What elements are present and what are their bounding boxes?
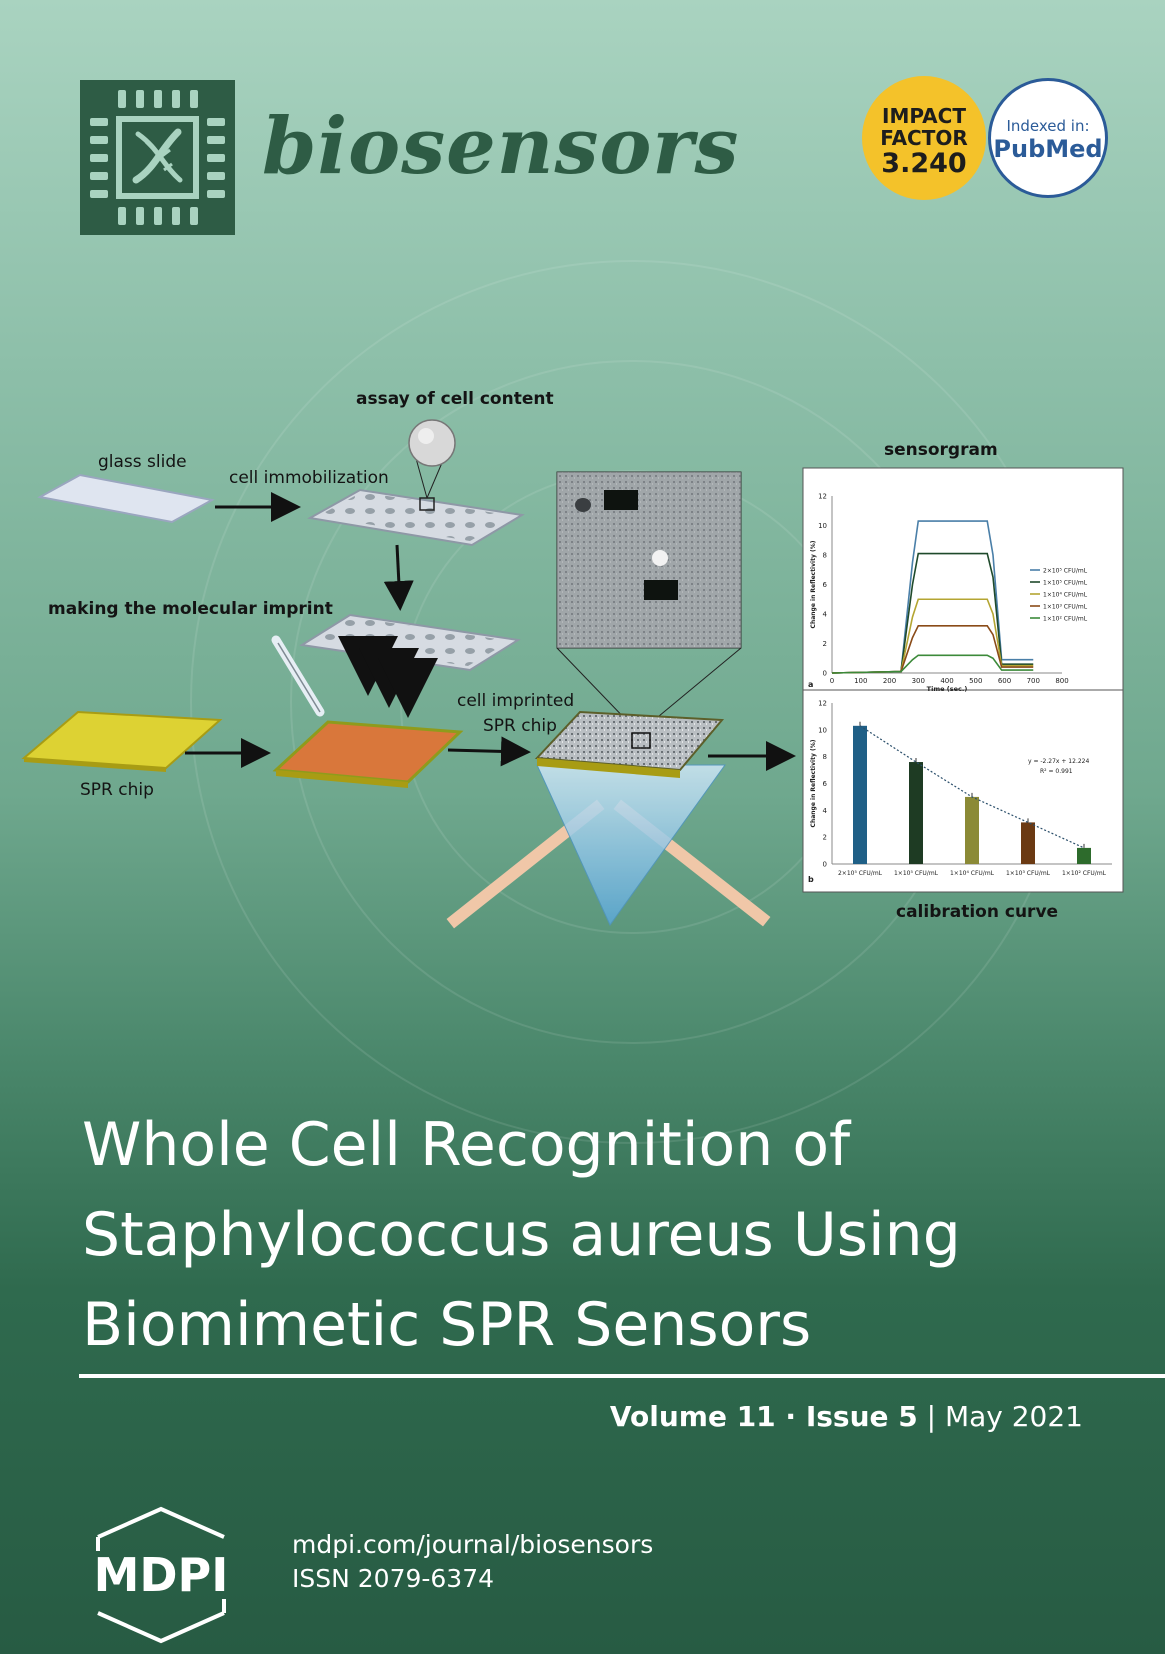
journal-chip-logo-icon: [80, 80, 235, 235]
impact-factor-badge: IMPACT FACTOR 3.240: [862, 76, 986, 200]
calibration-y-tick-label: 4: [823, 807, 828, 815]
sensorgram-y-tick-label: 6: [823, 581, 828, 589]
sensorgram-legend-label: 2×10⁵ CFU/mL: [1043, 568, 1088, 575]
sensorgram-series-line: [831, 654, 1034, 674]
publisher-footer: mdpi.com/journal/biosensors ISSN 2079-63…: [292, 1528, 653, 1596]
sensorgram-y-tick-label: 0: [823, 670, 827, 678]
calibration-panel-label: b: [808, 875, 814, 884]
issue-bar: |: [917, 1400, 945, 1433]
calibration-y-tick-label: 6: [823, 780, 828, 788]
sensorgram-panel-label: a: [808, 680, 813, 689]
issue-label: Issue 5: [805, 1400, 918, 1433]
sensorgram-x-tick-label: 0: [830, 677, 834, 685]
issue-date: May 2021: [944, 1400, 1083, 1433]
calibration-bar: [853, 725, 867, 864]
calibration-category-label: 1×10⁵ CFU/mL: [894, 870, 939, 877]
label-cell-imprinted-line1: cell imprinted: [457, 691, 575, 711]
issue-separator: ·: [775, 1400, 806, 1433]
calibration-category-label: 1×10⁴ CFU/mL: [950, 870, 995, 877]
journal-issn: ISSN 2079-6374: [292, 1564, 495, 1593]
sensorgram-series-line: [831, 598, 1034, 674]
prism-shape: [536, 764, 726, 926]
calibration-category-label: 1×10² CFU/mL: [1062, 870, 1107, 877]
label-sensorgram: sensorgram: [884, 440, 998, 460]
calibration-y-tick-label: 0: [823, 861, 827, 869]
sensorgram-legend-label: 1×10³ CFU/mL: [1043, 604, 1088, 611]
issue-info: Volume 11 · Issue 5 | May 2021: [610, 1400, 1083, 1433]
calibration-bar: [909, 762, 923, 864]
sensorgram-y-axis-label: Change in Reflectivity (%): [810, 540, 817, 628]
article-title-line2: Staphylococcus aureus Using: [82, 1200, 961, 1270]
mdpi-logo-icon: MDPI: [94, 1506, 229, 1644]
article-title-line1: Whole Cell Recognition of: [82, 1110, 851, 1180]
label-assay: assay of cell content: [356, 389, 554, 409]
sensorgram-panel: [802, 467, 1124, 691]
sensorgram-series-line: [831, 624, 1034, 674]
indexed-in-label: Indexed in:: [1006, 117, 1090, 135]
sensorgram-x-tick-label: 500: [969, 677, 982, 685]
calibration-fit-equation: y = -2.27x + 12.224: [1028, 758, 1089, 765]
pubmed-label: PubMed: [993, 135, 1103, 163]
impact-factor-line1: IMPACT: [882, 104, 966, 128]
label-calibration-curve: calibration curve: [896, 902, 1059, 922]
sensorgram-x-tick-label: 800: [1055, 677, 1068, 685]
sensorgram-y-tick-label: 4: [823, 611, 828, 619]
calibration-fit-r2: R² = 0.991: [1040, 768, 1073, 775]
label-molecular-imprint: making the molecular imprint: [48, 599, 333, 619]
sensorgram-series-line: [831, 552, 1034, 674]
journal-name: biosensors: [262, 101, 740, 192]
sensorgram-y-tick-label: 8: [823, 552, 827, 560]
calibration-y-tick-label: 12: [818, 700, 827, 708]
calibration-category-label: 1×10³ CFU/mL: [1006, 870, 1051, 877]
sensorgram-x-axis-label: Time (sec.): [927, 685, 968, 693]
article-title: Whole Cell Recognition of Staphylococcus…: [82, 1100, 1122, 1370]
sensorgram-legend-label: 1×10² CFU/mL: [1043, 616, 1088, 623]
sensorgram-x-tick-label: 100: [854, 677, 867, 685]
label-spr-chip: SPR chip: [80, 780, 154, 800]
sensorgram-x-tick-label: 600: [998, 677, 1011, 685]
sensorgram-x-tick-label: 400: [940, 677, 953, 685]
volume-label: Volume 11: [609, 1400, 776, 1433]
spr-chip-shape: [21, 710, 223, 770]
sensorgram-y-tick-label: 2: [823, 640, 827, 648]
glass-slide-shape: [37, 473, 215, 524]
journal-url[interactable]: mdpi.com/journal/biosensors: [292, 1530, 654, 1559]
sensorgram-legend-label: 1×10⁵ CFU/mL: [1043, 580, 1088, 587]
article-title-line3: Biomimetic SPR Sensors: [82, 1290, 812, 1360]
sensorgram-legend-label: 1×10⁴ CFU/mL: [1043, 592, 1088, 599]
sensorgram-y-tick-label: 12: [818, 493, 827, 501]
mdpi-logo-text: MDPI: [94, 1548, 229, 1602]
pubmed-badge: Indexed in: PubMed: [988, 78, 1108, 198]
impact-factor-line2: FACTOR: [880, 126, 968, 150]
calibration-bar: [1077, 847, 1091, 864]
calibration-category-label: 2×10⁵ CFU/mL: [838, 870, 883, 877]
sensorgram-x-tick-label: 200: [883, 677, 896, 685]
sensorgram-x-tick-label: 300: [912, 677, 925, 685]
calibration-bar: [965, 796, 979, 864]
label-cell-imprinted-line2: SPR chip: [483, 716, 557, 736]
impact-factor-value: 3.240: [881, 148, 967, 179]
calibration-y-axis-label: Change in Reflectivity (%): [810, 739, 817, 827]
label-cell-immobilization: cell immobilization: [229, 468, 389, 488]
sensorgram-y-tick-label: 10: [818, 522, 827, 530]
title-divider: [79, 1374, 1165, 1378]
calibration-y-tick-label: 8: [823, 753, 827, 761]
sensorgram-x-tick-label: 700: [1027, 677, 1040, 685]
calibration-trend-line: [859, 725, 1085, 849]
label-glass-slide: glass slide: [98, 452, 187, 472]
calibration-y-tick-label: 10: [818, 726, 827, 734]
calibration-bar: [1021, 822, 1035, 864]
cell-sphere-icon: [408, 419, 456, 467]
calibration-y-tick-label: 2: [823, 834, 827, 842]
